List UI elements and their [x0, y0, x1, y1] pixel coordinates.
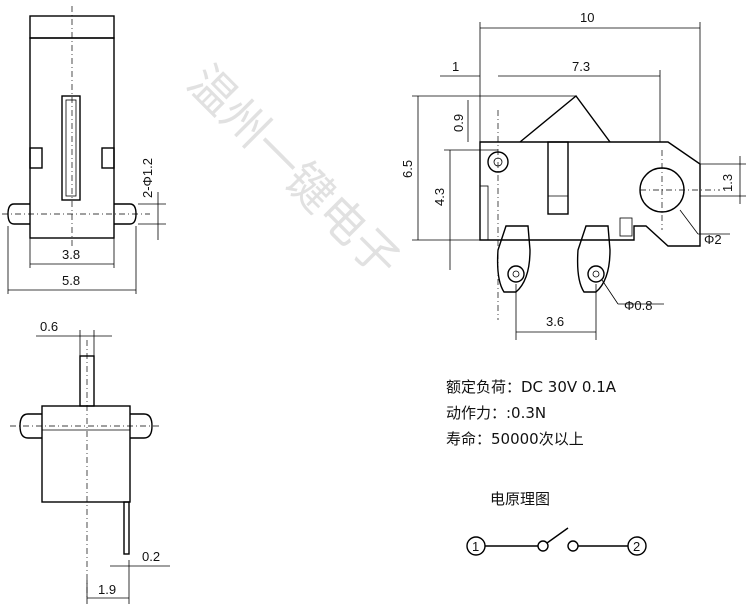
dim-plan-13: 1.3 [720, 174, 735, 192]
side-pin-right [130, 413, 153, 439]
dim-front-pin-dia: 2-Φ1.2 [140, 158, 155, 198]
plan-slot [547, 141, 569, 215]
dim-plan-height-43: 4.3 [432, 188, 447, 206]
dim-front-inner-width: 3.8 [62, 247, 80, 262]
dim-front-outer-width: 5.8 [62, 273, 80, 288]
schematic: 电原理图 1 2 [466, 490, 647, 556]
dim-plan-09: 0.9 [451, 114, 466, 132]
front-tab-right [101, 147, 115, 169]
watermark: 温州一键电子 [177, 55, 410, 288]
schematic-title: 电原理图 [490, 490, 550, 508]
side-body [41, 405, 131, 503]
front-slot [61, 95, 81, 201]
front-slot-inner [65, 99, 77, 197]
plan-lever [519, 94, 611, 143]
dim-plan-hole-dia: Φ2 [704, 232, 722, 247]
dim-plan-pin-pitch: 3.6 [546, 314, 564, 329]
terminal-1-label: 1 [472, 539, 479, 554]
dim-plan-offset: 1 [452, 59, 459, 74]
contact-2-icon [567, 540, 579, 552]
dim-side-lead-thk: 0.2 [142, 549, 160, 564]
contact-1-icon [537, 540, 549, 552]
side-view: 0.6 0.2 1.9 [10, 319, 170, 604]
plan-view: 10 1 7.3 6.5 4.3 0.9 1.3 Φ2 Φ [400, 10, 746, 340]
terminal-2-icon [627, 536, 647, 556]
spec-force: 动作力：:0.3N [446, 404, 546, 422]
spec-rating: 额定负荷：DC 30V 0.1A [446, 378, 617, 396]
specs-block: 额定负荷：DC 30V 0.1A 动作力：:0.3N 寿命：50000次以上 [446, 378, 617, 448]
dim-plan-width-73: 7.3 [572, 59, 590, 74]
dim-plan-total-width: 10 [580, 10, 594, 25]
front-tab-left [29, 147, 43, 169]
front-view: 2-Φ1.2 3.8 5.8 [2, 6, 166, 294]
dim-plan-pin-hole-dia: Φ0.8 [624, 298, 652, 313]
terminal-2-label: 2 [633, 539, 640, 554]
dim-plan-height-65: 6.5 [400, 160, 415, 178]
watermark-text: 温州一键电子 [177, 55, 410, 288]
side-lead [123, 501, 130, 555]
plan-body [479, 141, 701, 247]
dim-side-pin-width: 0.6 [40, 319, 58, 334]
dim-side-offset: 1.9 [98, 582, 116, 597]
switch-blade [546, 527, 569, 544]
spec-life: 寿命：50000次以上 [446, 430, 584, 448]
